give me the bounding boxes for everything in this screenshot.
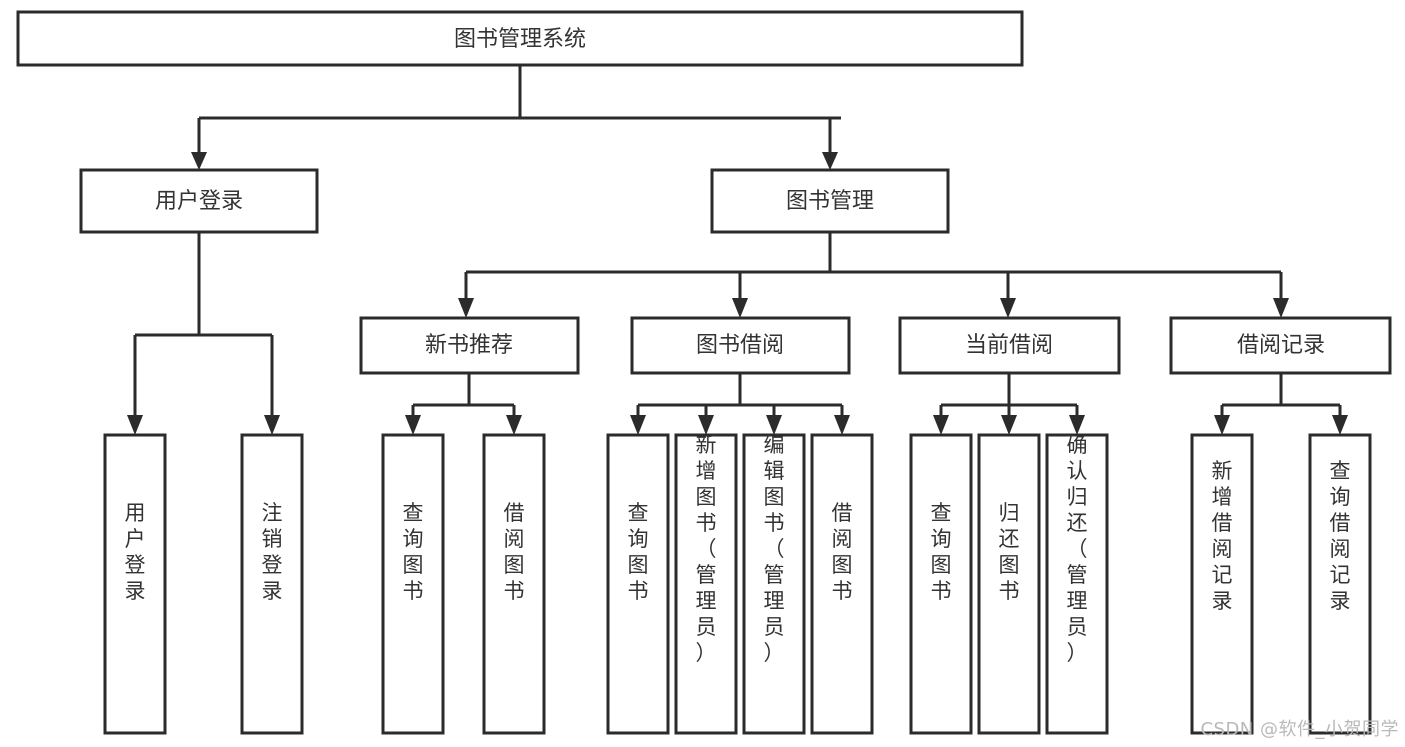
node-borrow-record-label: 借阅记录 [1237, 333, 1325, 358]
leaf-current-borrow-3[interactable]: 确认归还（管理员） [1045, 433, 1109, 735]
leaf-book-borrow-2-label: 新增图书（管理员） [696, 433, 717, 665]
connector-root-to-level1 [191, 65, 841, 170]
leaf-user-login-2-label: 注销登录 [262, 501, 283, 603]
node-book-manage[interactable]: 图书管理 [710, 168, 950, 234]
connector-user-login-to-leaves [127, 232, 280, 435]
leaf-book-borrow-4-label: 借阅图书 [832, 501, 853, 603]
connector-book-manage-to-level2 [458, 232, 1289, 318]
node-new-book-recommend-label: 新书推荐 [425, 333, 513, 358]
node-borrow-record[interactable]: 借阅记录 [1169, 316, 1392, 375]
leaf-new-book-1-label: 查询图书 [403, 501, 424, 603]
node-root-label: 图书管理系统 [454, 27, 586, 52]
leaf-new-book-2[interactable]: 借阅图书 [482, 433, 546, 735]
leaf-user-login-1-label: 用户登录 [125, 501, 146, 603]
node-user-login-label: 用户登录 [155, 189, 243, 214]
leaf-book-borrow-4[interactable]: 借阅图书 [810, 433, 874, 735]
connector-book-borrow-to-leaves [630, 373, 850, 435]
leaf-borrow-record-1-label: 新增借阅记录 [1212, 459, 1233, 613]
leaf-current-borrow-3-label: 确认归还（管理员） [1067, 433, 1088, 665]
leaf-current-borrow-1-label: 查询图书 [931, 501, 952, 603]
leaf-user-login-1[interactable]: 用户登录 [103, 433, 167, 735]
leaf-borrow-record-1[interactable]: 新增借阅记录 [1190, 433, 1254, 735]
leaf-book-borrow-1-label: 查询图书 [628, 501, 649, 603]
connector-borrow-record-to-leaves [1214, 373, 1348, 435]
node-book-manage-label: 图书管理 [786, 189, 874, 214]
node-book-borrow-label: 图书借阅 [696, 333, 784, 358]
leaf-book-borrow-3[interactable]: 编辑图书（管理员） [742, 433, 806, 735]
connector-current-borrow-to-leaves [933, 373, 1085, 435]
connector-new-book-to-leaves [405, 373, 522, 435]
leaf-current-borrow-2-label: 归还图书 [999, 501, 1020, 603]
node-new-book-recommend[interactable]: 新书推荐 [359, 316, 580, 375]
leaf-book-borrow-3-label: 编辑图书（管理员） [764, 433, 785, 665]
leaf-borrow-record-2-label: 查询借阅记录 [1330, 459, 1351, 613]
leaf-book-borrow-1[interactable]: 查询图书 [606, 433, 670, 735]
leaf-current-borrow-2[interactable]: 归还图书 [977, 433, 1041, 735]
node-current-borrow[interactable]: 当前借阅 [898, 316, 1121, 375]
node-book-borrow[interactable]: 图书借阅 [630, 316, 851, 375]
leaf-current-borrow-1[interactable]: 查询图书 [909, 433, 973, 735]
node-current-borrow-label: 当前借阅 [965, 333, 1053, 358]
node-user-login[interactable]: 用户登录 [79, 168, 319, 234]
leaf-new-book-1[interactable]: 查询图书 [381, 433, 445, 735]
watermark: CSDN @软件_小贺同学 [1200, 719, 1399, 740]
leaf-new-book-2-label: 借阅图书 [504, 501, 525, 603]
leaf-user-login-2[interactable]: 注销登录 [240, 433, 304, 735]
leaf-book-borrow-2[interactable]: 新增图书（管理员） [674, 433, 738, 735]
node-root[interactable]: 图书管理系统 [16, 10, 1024, 67]
leaf-borrow-record-2[interactable]: 查询借阅记录 [1308, 433, 1372, 735]
